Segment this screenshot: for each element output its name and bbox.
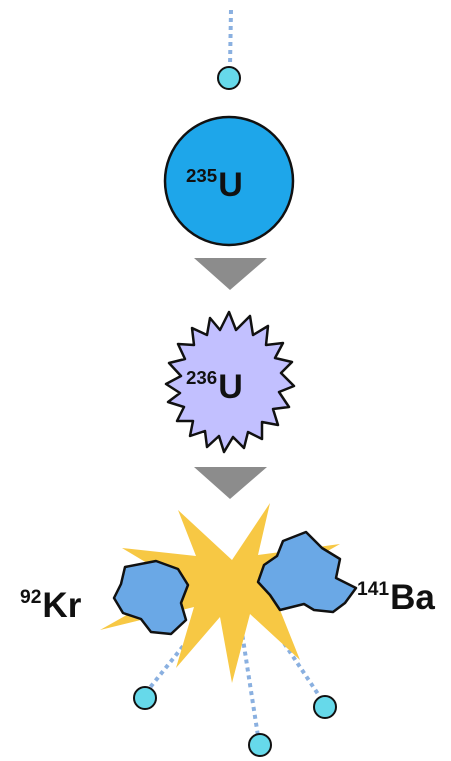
uranium-235-mass-number: 235 — [186, 164, 218, 186]
uranium-236-nucleus — [164, 310, 296, 454]
outgoing-neutron-right — [313, 695, 337, 719]
barium-141-label: 141Ba — [357, 578, 435, 617]
uranium-236-symbol: U — [218, 368, 243, 406]
outgoing-neutron-middle — [248, 733, 272, 757]
barium-141-symbol: Ba — [390, 578, 435, 617]
uranium-235-label: 235U — [186, 164, 243, 204]
incoming-neutron-trail — [228, 9, 233, 67]
krypton-92-label: 92Kr — [20, 586, 82, 625]
arrow-down-2 — [194, 467, 267, 499]
barium-141-mass-number: 141 — [357, 578, 390, 600]
outgoing-neutron-left — [133, 686, 157, 710]
krypton-92-mass-number: 92 — [20, 586, 42, 608]
fission-burst — [100, 503, 346, 683]
uranium-236-label: 236U — [186, 366, 243, 406]
uranium-235-symbol: U — [218, 166, 243, 204]
krypton-92-symbol: Kr — [42, 586, 82, 625]
barium-141-fragment — [256, 530, 358, 614]
krypton-92-fragment — [112, 559, 190, 636]
incoming-neutron — [217, 66, 241, 90]
uranium-235-nucleus — [163, 115, 295, 247]
arrow-down-1 — [194, 258, 267, 290]
uranium-236-mass-number: 236 — [186, 366, 218, 388]
